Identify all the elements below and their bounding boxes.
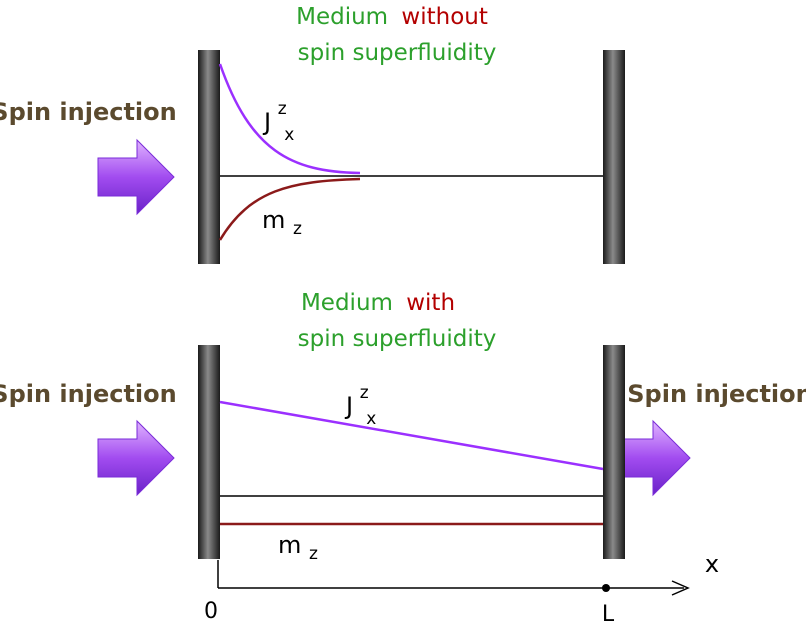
top-caption-without: without bbox=[401, 4, 487, 30]
top-current-symbol: J bbox=[262, 108, 271, 136]
bottom-current-sub: x bbox=[366, 409, 376, 429]
bottom-caption-medium: Medium bbox=[301, 290, 393, 316]
bottom-current-sup: z bbox=[360, 383, 369, 403]
bottom-left-injection-arrow-icon bbox=[97, 419, 175, 497]
top-current-label: J z x bbox=[262, 92, 294, 145]
top-magnetization-curve bbox=[218, 177, 361, 241]
axis-x-label: x bbox=[705, 550, 719, 578]
top-left-wall bbox=[198, 50, 220, 264]
bottom-mag-sub: z bbox=[309, 544, 318, 564]
x-axis: x 0 L bbox=[204, 550, 719, 627]
top-mag-label: m z bbox=[262, 206, 302, 239]
top-caption-line2: spin superfluidity bbox=[298, 40, 497, 66]
top-caption-line1: Medium without bbox=[296, 4, 488, 30]
top-mag-symbol: m bbox=[262, 206, 285, 234]
bottom-right-spin-injection-label: Spin injection bbox=[627, 380, 806, 408]
top-left-injection-arrow-icon bbox=[97, 138, 175, 216]
bottom-panel: Medium with spin superfluidity Spin inje… bbox=[0, 290, 806, 564]
bottom-right-wall bbox=[603, 345, 625, 559]
bottom-mag-label: m z bbox=[278, 531, 318, 564]
top-panel: Medium without spin superfluidity Spin i… bbox=[0, 4, 625, 264]
bottom-current-symbol: J bbox=[344, 392, 353, 420]
top-mag-sub: z bbox=[293, 219, 302, 239]
axis-arrowhead-icon bbox=[671, 580, 690, 596]
bottom-right-injection-arrow-icon bbox=[613, 419, 691, 497]
top-current-sub: x bbox=[284, 125, 294, 145]
bottom-left-wall bbox=[198, 345, 220, 559]
axis-point-L bbox=[602, 584, 610, 592]
bottom-current-label: J z x bbox=[344, 376, 376, 429]
bottom-caption-line2: spin superfluidity bbox=[298, 326, 497, 352]
bottom-mag-symbol: m bbox=[278, 531, 301, 559]
top-caption-medium: Medium bbox=[296, 4, 388, 30]
bottom-left-spin-injection-label: Spin injection bbox=[0, 380, 177, 408]
axis-end-label: L bbox=[602, 602, 615, 627]
bottom-caption-with: with bbox=[406, 290, 455, 316]
top-spin-current-curve bbox=[218, 63, 361, 175]
top-right-wall bbox=[603, 50, 625, 264]
top-left-spin-injection-label: Spin injection bbox=[0, 98, 177, 126]
bottom-spin-current-line bbox=[219, 400, 604, 471]
top-current-sup: z bbox=[278, 99, 287, 119]
bottom-caption-line1: Medium with bbox=[301, 290, 455, 316]
axis-origin-label: 0 bbox=[204, 599, 218, 624]
